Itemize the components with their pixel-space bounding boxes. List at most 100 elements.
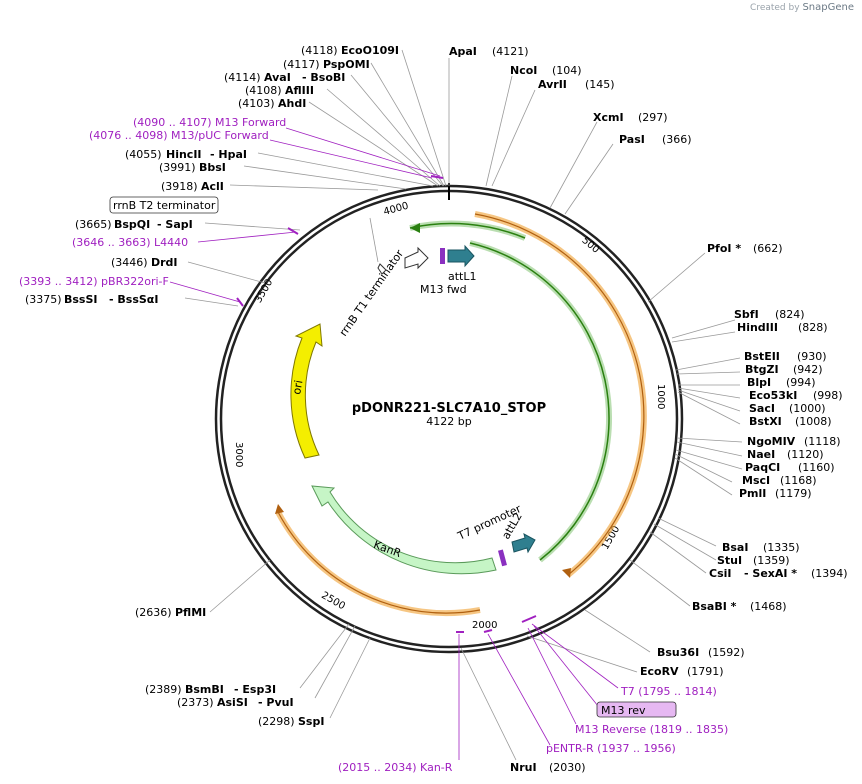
enzyme-ngomiv-pos: (1118) bbox=[804, 435, 841, 448]
enzyme-blpi[interactable]: BlpI bbox=[747, 376, 771, 389]
enzyme-bsteii[interactable]: BstEII bbox=[744, 350, 780, 363]
enzyme-csii-extra[interactable]: - SexAI * bbox=[744, 567, 797, 580]
primer-lines bbox=[169, 127, 619, 760]
primer-pentr-r[interactable]: pENTR-R (1937 .. 1956) bbox=[546, 742, 676, 755]
rrnb-t2-leader bbox=[369, 217, 379, 263]
enzyme-avrii[interactable]: AvrII bbox=[538, 78, 567, 91]
rrnb-t1-arrow bbox=[404, 246, 429, 270]
enzyme-btgzi-pos: (942) bbox=[793, 363, 823, 376]
primer-m13-forward[interactable]: (4090 .. 4107) M13 Forward bbox=[133, 116, 286, 129]
enzyme-ecorv[interactable]: EcoRV bbox=[640, 665, 679, 678]
attl2-arrow bbox=[511, 533, 536, 554]
enzyme-stui[interactable]: StuI bbox=[717, 554, 742, 567]
rrnb-t1-small-arrow bbox=[377, 263, 387, 275]
enzyme-pfoi[interactable]: PfoI * bbox=[707, 242, 741, 255]
enzyme-afliii[interactable]: AflIII bbox=[285, 84, 314, 97]
enzyme-nrui[interactable]: NruI bbox=[510, 761, 537, 774]
green-arc-right bbox=[469, 242, 610, 561]
kanr-label: KanR bbox=[372, 538, 403, 560]
enzyme-csii-pos: (1394) bbox=[811, 567, 848, 580]
tick-1000: 1000 bbox=[655, 384, 666, 409]
enzyme-sspi[interactable]: SspI bbox=[298, 715, 324, 728]
orf-arc-right-arrow bbox=[562, 568, 571, 578]
enzyme-nrui-pos: (2030) bbox=[549, 761, 586, 774]
primer-pbr322ori-f[interactable]: (3393 .. 3412) pBR322ori-F bbox=[19, 275, 169, 288]
enzyme-hindiii-pos: (828) bbox=[798, 321, 828, 334]
enzyme-avrii-pos: (145) bbox=[585, 78, 615, 91]
enzyme-bsabi[interactable]: BsaBI * bbox=[692, 600, 737, 613]
primer-kan-r[interactable]: (2015 .. 2034) Kan-R bbox=[338, 761, 453, 774]
enzyme-xcmi-pos: (297) bbox=[638, 111, 668, 124]
enzyme-msci[interactable]: MscI bbox=[742, 474, 770, 487]
enzyme-sspi-pos: (2298) bbox=[258, 715, 295, 728]
attl1-arrow bbox=[447, 244, 475, 268]
enzyme-ncoi[interactable]: NcoI bbox=[510, 64, 537, 77]
snapgene-logo: SnapGene bbox=[802, 2, 854, 13]
enzyme-apai-pos: (4121) bbox=[492, 45, 529, 58]
rrnb-t2-box bbox=[109, 196, 219, 214]
green-arc-top-arrow bbox=[410, 223, 420, 233]
primer-m13-rev[interactable]: M13 rev bbox=[601, 704, 646, 717]
enzyme-eco53ki-pos: (998) bbox=[813, 389, 843, 402]
enzyme-paqci[interactable]: PaqCI bbox=[745, 461, 780, 474]
enzyme-bbsi[interactable]: BbsI bbox=[199, 161, 226, 174]
enzyme-bspqi[interactable]: BspQI bbox=[114, 218, 150, 231]
enzyme-pasi-pos: (366) bbox=[662, 133, 692, 146]
kanr-feature bbox=[311, 485, 497, 575]
enzyme-avai-pos: (4114) bbox=[224, 71, 261, 84]
enzyme-bsssi-extra[interactable]: - BssSαI bbox=[109, 293, 158, 306]
enzyme-ngomiv[interactable]: NgoMIV bbox=[747, 435, 796, 448]
enzyme-ecoo109i[interactable]: EcoO109I bbox=[341, 44, 399, 57]
primer-t7[interactable]: T7 (1795 .. 1814) bbox=[620, 685, 717, 698]
enzyme-bsu36i[interactable]: Bsu36I bbox=[657, 646, 699, 659]
credit-prefix: Created by bbox=[750, 3, 800, 13]
enzyme-bsai[interactable]: BsaI bbox=[722, 541, 748, 554]
enzyme-pmli-pos: (1179) bbox=[775, 487, 812, 500]
enzyme-pflmi[interactable]: PflMI bbox=[175, 606, 206, 619]
enzyme-saci[interactable]: SacI bbox=[749, 402, 775, 415]
enzyme-apai[interactable]: ApaI bbox=[449, 45, 477, 58]
primer-m13-reverse[interactable]: M13 Reverse (1819 .. 1835) bbox=[575, 723, 728, 736]
enzyme-bsssi[interactable]: BssSI bbox=[64, 293, 98, 306]
enzyme-saci-pos: (1000) bbox=[789, 402, 826, 415]
enzyme-ncoi-pos: (104) bbox=[552, 64, 582, 77]
primer-m13-puc-forward[interactable]: (4076 .. 4098) M13/pUC Forward bbox=[89, 129, 269, 142]
enzyme-pasi[interactable]: PasI bbox=[619, 133, 645, 146]
enzyme-bsmbi-pos: (2389) bbox=[145, 683, 182, 696]
enzyme-xcmi[interactable]: XcmI bbox=[593, 111, 624, 124]
enzyme-sbfi[interactable]: SbfI bbox=[734, 308, 759, 321]
enzyme-naei[interactable]: NaeI bbox=[747, 448, 775, 461]
enzyme-pspomi[interactable]: PspOMI bbox=[323, 58, 370, 71]
primer-l4440[interactable]: (3646 .. 3663) L4440 bbox=[72, 236, 188, 249]
enzyme-ahdi[interactable]: AhdI bbox=[278, 97, 306, 110]
enzyme-csii[interactable]: CsiI bbox=[709, 567, 731, 580]
enzyme-hindiii[interactable]: HindIII bbox=[737, 321, 778, 334]
enzyme-asisi-extra[interactable]: - PvuI bbox=[258, 696, 294, 709]
enzyme-bsmbi[interactable]: BsmBI bbox=[185, 683, 224, 696]
enzyme-pflmi-pos: (2636) bbox=[135, 606, 172, 619]
enzyme-avai[interactable]: AvaI bbox=[264, 71, 291, 84]
enzyme-acli-pos: (3918) bbox=[161, 180, 198, 193]
enzyme-hincii-extra[interactable]: - HpaI bbox=[210, 148, 247, 161]
enzyme-eco53ki[interactable]: Eco53kI bbox=[749, 389, 797, 402]
tick-2000: 2000 bbox=[472, 620, 497, 631]
m13rev-marker bbox=[497, 549, 507, 567]
enzyme-drdi[interactable]: DrdI bbox=[151, 256, 178, 269]
enzyme-btgzi[interactable]: BtgZI bbox=[745, 363, 779, 376]
ori-feature bbox=[290, 323, 323, 459]
enzyme-bsmbi-extra[interactable]: - Esp3I bbox=[234, 683, 276, 696]
enzyme-bsu36i-pos: (1592) bbox=[708, 646, 745, 659]
enzyme-avai-extra[interactable]: - BsoBI bbox=[302, 71, 345, 84]
enzyme-hincii-pos: (4055) bbox=[125, 148, 162, 161]
orf-arc-right-line bbox=[474, 213, 645, 576]
rrnb-t2-label[interactable]: rrnB T2 terminator bbox=[113, 199, 216, 212]
tick-500: 500 bbox=[579, 235, 601, 256]
enzyme-acli[interactable]: AclI bbox=[201, 180, 224, 193]
enzyme-bspqi-extra[interactable]: - SapI bbox=[157, 218, 193, 231]
enzyme-ahdi-pos: (4103) bbox=[238, 97, 275, 110]
enzyme-hincii[interactable]: HincII bbox=[166, 148, 202, 161]
enzyme-bsabi-pos: (1468) bbox=[750, 600, 787, 613]
enzyme-pmli[interactable]: PmlI bbox=[739, 487, 766, 500]
enzyme-asisi[interactable]: AsiSI bbox=[217, 696, 248, 709]
enzyme-bstxi[interactable]: BstXI bbox=[749, 415, 782, 428]
